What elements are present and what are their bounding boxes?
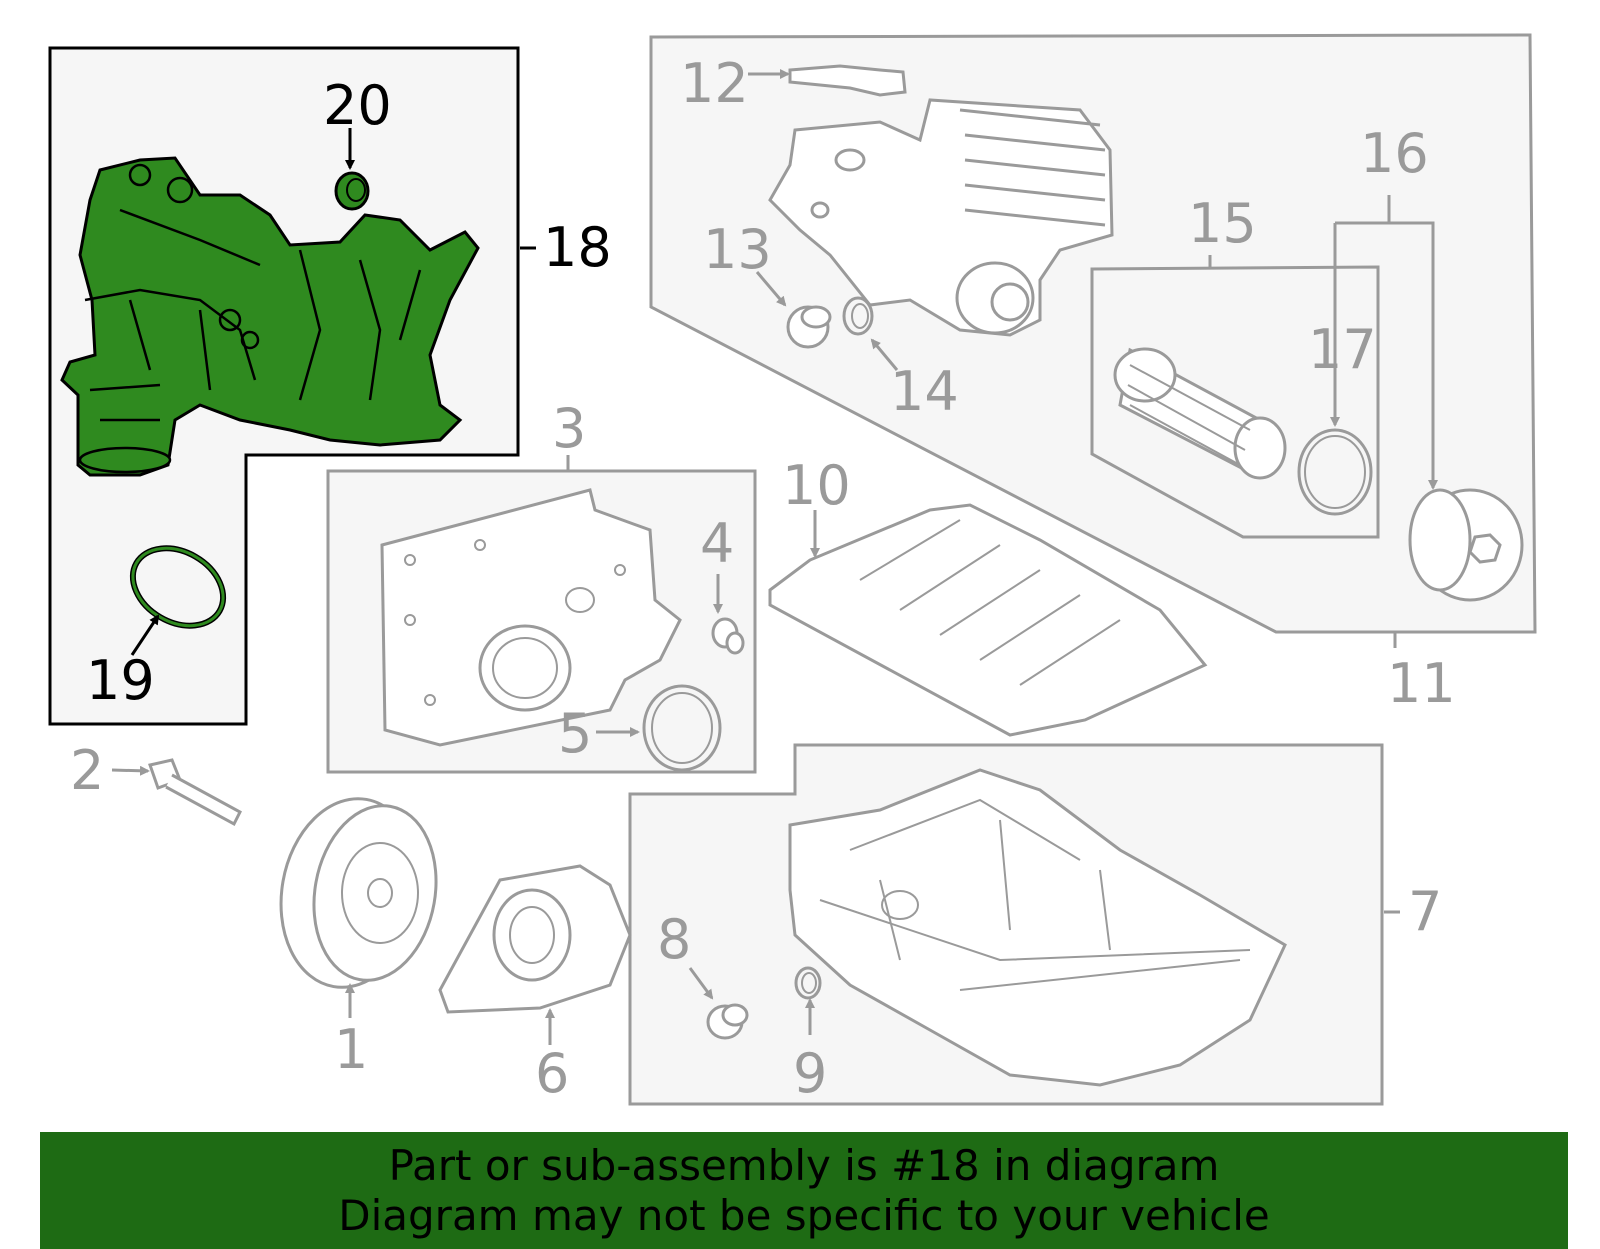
plug-part-13: [786, 305, 832, 349]
callout-13: 13: [703, 218, 772, 281]
footer-line-2: Diagram may not be specific to your vehi…: [338, 1190, 1270, 1240]
callout-3: 3: [552, 397, 586, 460]
callout-8: 8: [657, 908, 691, 971]
seal-part-14: [842, 296, 874, 336]
seal-part-5: [642, 684, 722, 772]
leader-arrows: [111, 69, 1438, 1045]
callout-6: 6: [535, 1042, 569, 1105]
seal-housing-part-6: [438, 864, 632, 1014]
gasket-part-12: [788, 64, 907, 97]
callout-15: 15: [1188, 192, 1257, 255]
callout-14: 14: [890, 360, 959, 423]
oil-cooler-assembly-part-11: [768, 98, 1114, 337]
oil-pan-part-7: [788, 768, 1287, 1087]
oil-filter-part-15: [1113, 347, 1287, 480]
footer-line-1: Part or sub-assembly is #18 in diagram: [388, 1140, 1220, 1190]
o-ring-part-17: [1297, 428, 1373, 516]
callout-20: 20: [323, 74, 392, 137]
timing-cover-part-3: [380, 488, 682, 747]
dowel-part-4: [711, 617, 745, 655]
callout-1: 1: [334, 1018, 368, 1081]
callout-2: 2: [70, 739, 104, 802]
bearing-ladder-part-10: [768, 503, 1208, 737]
callout-16: 16: [1360, 122, 1429, 185]
callout-4: 4: [700, 512, 734, 575]
callout-11: 11: [1387, 652, 1456, 715]
callout-12: 12: [680, 52, 749, 115]
filter-cap-part-16: [1408, 488, 1524, 602]
callout-17: 17: [1308, 318, 1377, 381]
callout-19: 19: [86, 649, 155, 712]
callout-18: 18: [543, 216, 612, 279]
plug-part-20[interactable]: [334, 171, 370, 211]
callout-9: 9: [793, 1042, 827, 1105]
bolt-part-2: [148, 758, 242, 827]
callout-labels: 20 18 19 12 13 14 15 16 17 11 3 10 4 5 2…: [70, 52, 1456, 1105]
pulley-part-1: [279, 797, 438, 989]
callout-5: 5: [558, 702, 592, 765]
footer-banner: Part or sub-assembly is #18 in diagram D…: [40, 1132, 1568, 1249]
oil-filter-housing-part-18[interactable]: [60, 156, 480, 477]
gasket-part-19[interactable]: [119, 533, 237, 642]
drain-plug-part-8: [706, 1003, 749, 1040]
callout-7: 7: [1408, 880, 1442, 943]
callout-10: 10: [782, 454, 851, 517]
